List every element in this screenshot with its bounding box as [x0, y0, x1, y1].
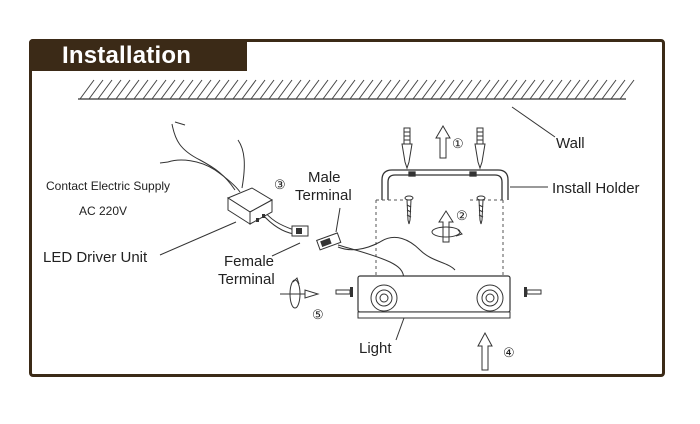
step-3-marker: ③ — [274, 177, 286, 192]
side-screw-left — [335, 287, 353, 297]
title-bar — [29, 39, 247, 71]
diagram-frame — [29, 39, 665, 377]
screw-right — [476, 195, 486, 225]
led-driver-unit — [226, 187, 274, 225]
ceiling-wall — [78, 79, 635, 100]
label-male-terminal-line1: Male — [308, 169, 341, 186]
screw-left — [404, 195, 414, 225]
rotate-horizontal-icon — [280, 277, 320, 309]
guide-lines — [375, 199, 504, 290]
male-terminal-connector — [316, 232, 342, 251]
step-1-marker: ① — [452, 136, 464, 151]
label-contact-supply: Contact Electric Supply — [46, 179, 170, 193]
label-female-terminal-line1: Female — [224, 253, 274, 270]
arrow-up-icon — [435, 125, 451, 159]
step-4-marker: ④ — [503, 345, 515, 360]
rotate-arrow-icon — [431, 210, 463, 243]
side-screw-right — [524, 287, 542, 297]
label-male-terminal-line2: Terminal — [295, 187, 352, 204]
arrow-up-icon — [477, 331, 493, 371]
step-5-marker: ⑤ — [312, 307, 324, 322]
driver-leader-line — [159, 221, 237, 256]
label-ac-voltage: AC 220V — [79, 204, 127, 218]
label-install-holder: Install Holder — [552, 180, 640, 197]
wires — [159, 121, 456, 281]
light-fixture — [357, 275, 511, 319]
label-female-terminal-line2: Terminal — [218, 271, 275, 288]
wall-anchor-right — [474, 127, 486, 170]
male-leader-line — [335, 207, 341, 233]
light-leader-line — [395, 317, 405, 341]
wall-anchor-left — [401, 127, 413, 170]
label-led-driver-unit: LED Driver Unit — [43, 249, 148, 266]
label-wall: Wall — [556, 135, 585, 152]
female-terminal-connector — [291, 225, 309, 237]
install-holder-bracket — [381, 169, 509, 200]
wall-leader-line — [511, 106, 556, 138]
female-leader-line — [271, 242, 301, 257]
step-2-marker: ② — [456, 208, 468, 223]
page-title: Installation — [62, 42, 192, 69]
label-light: Light — [359, 340, 392, 357]
